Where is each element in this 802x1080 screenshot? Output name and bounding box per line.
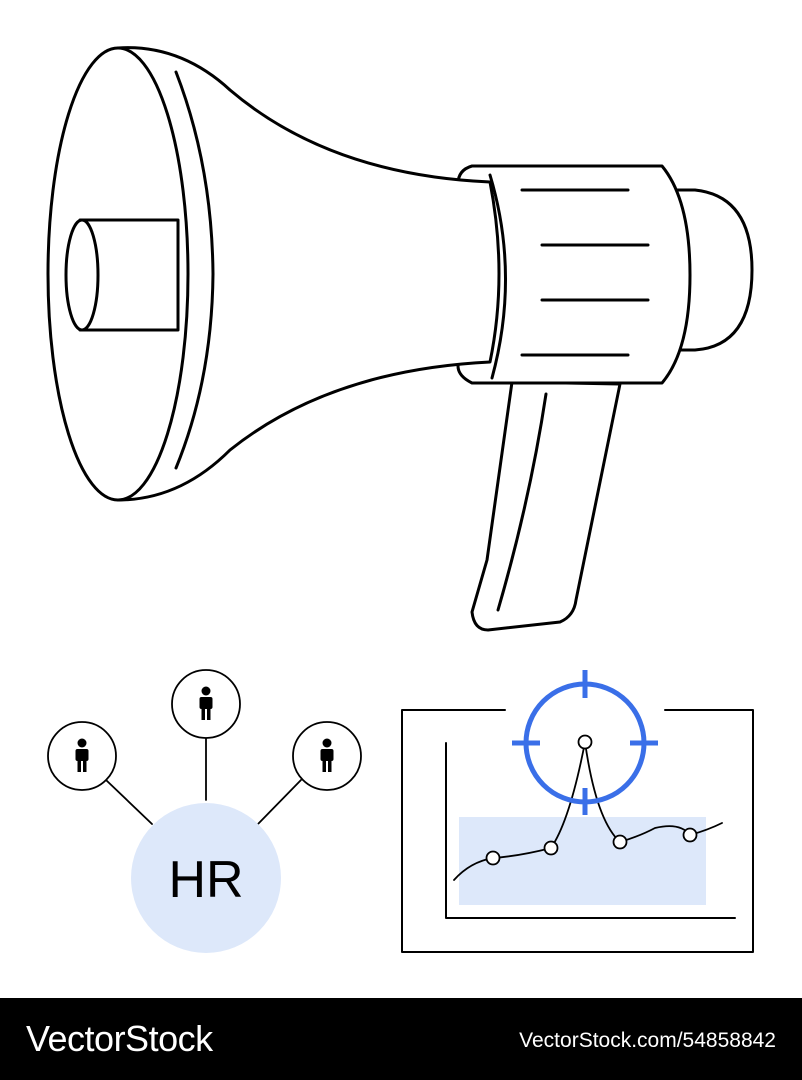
chart-highlight-band (459, 817, 706, 905)
image-id: VectorStock.com/54858842 (519, 1029, 776, 1052)
megaphone-grip-lines (520, 188, 650, 357)
megaphone-tube-opening (64, 218, 100, 332)
chart-point (485, 850, 501, 866)
chart-frame (401, 709, 754, 953)
connector-lines (105, 737, 302, 825)
person-node-top (171, 669, 241, 739)
chart-point (543, 840, 559, 856)
hr-badge-label: HR (168, 851, 243, 909)
hr-badge-circle (131, 803, 281, 953)
person-icon (75, 738, 89, 772)
person-node-right (292, 721, 362, 791)
person-node-left (47, 721, 117, 791)
megaphone-handle (470, 380, 622, 632)
footer-bar: VectorStock VectorStock.com/54858842 (0, 998, 802, 1080)
chart-points (485, 734, 698, 866)
crosshair-icon (512, 670, 658, 815)
chart-axes (445, 742, 736, 919)
chart-point (577, 734, 593, 750)
chart-point (612, 834, 628, 850)
illustration: HR (46, 46, 754, 953)
person-icon (320, 738, 334, 772)
megaphone-handle-line (496, 392, 548, 612)
person-icon (199, 686, 213, 720)
megaphone-inner-tube (78, 218, 180, 332)
megaphone-bell-rim (174, 70, 215, 470)
megaphone-grip-seam (488, 173, 508, 380)
line-chart-icon (453, 734, 723, 881)
megaphone-icon (46, 46, 754, 632)
target-chart-icon (401, 670, 754, 953)
chart-point (682, 827, 698, 843)
brand-logo[interactable]: VectorStock (26, 1018, 213, 1059)
hr-network: HR (47, 669, 362, 953)
megaphone-cone (116, 46, 501, 502)
